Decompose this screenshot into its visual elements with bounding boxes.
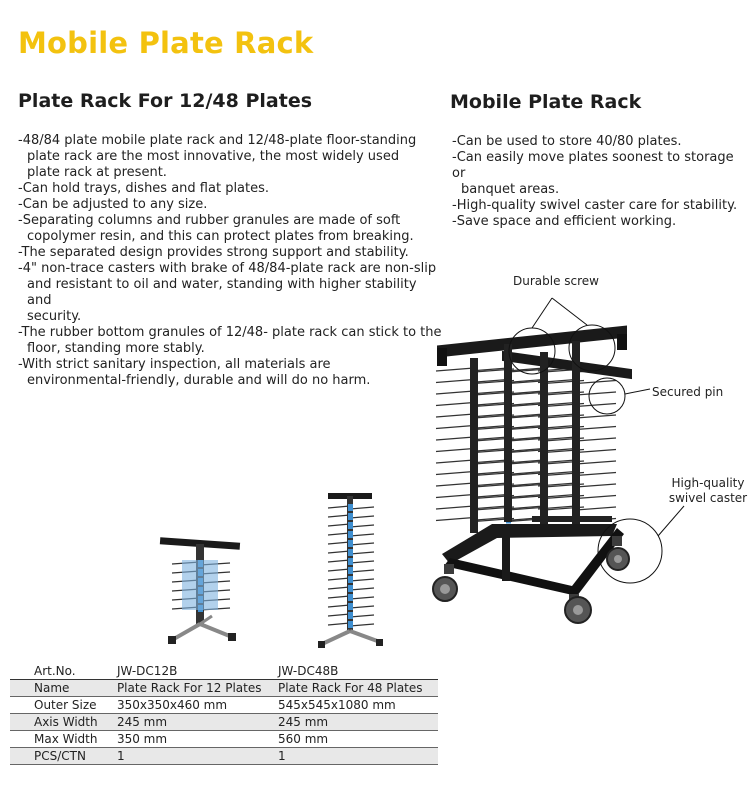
- table-cell: 545x545x1080 mm: [277, 698, 396, 712]
- table-cell: 560 mm: [277, 732, 329, 746]
- left-section-title: Plate Rack For 12/48 Plates: [18, 90, 313, 112]
- mobile-plate-rack-image: [432, 297, 685, 624]
- feature-item: -High-quality swivel caster care for sta…: [452, 198, 747, 214]
- table-cell: 1: [116, 749, 125, 763]
- feature-line: -Separating columns and rubber granules …: [18, 213, 401, 228]
- feature-item: -Separating columns and rubber granules …: [18, 213, 443, 245]
- feature-line: -The rubber bottom granules of 12/48- pl…: [18, 325, 442, 340]
- table-cell: 350 mm: [116, 732, 168, 746]
- feature-line: -The separated design provides strong su…: [18, 245, 409, 260]
- header-model-48: JW-DC48B: [277, 663, 438, 680]
- table-cell: 245 mm: [277, 715, 329, 729]
- feature-item: -4" non-trace casters with brake of 48/8…: [18, 261, 443, 325]
- feature-item: -Save space and efficient working.: [452, 214, 747, 230]
- table-cell: PCS/CTN: [34, 749, 86, 763]
- feature-line: floor, standing more stably.: [27, 341, 205, 356]
- feature-item: -Can hold trays, dishes and flat plates.: [18, 181, 443, 197]
- feature-line: -With strict sanitary inspection, all ma…: [18, 357, 331, 372]
- feature-line: -Can be used to store 40/80 plates.: [452, 134, 682, 149]
- table-cell: 1: [277, 749, 286, 763]
- spec-table-header: Art.No. JW-DC12B JW-DC48B: [10, 663, 438, 680]
- header-model-12: JW-DC12B: [106, 663, 278, 680]
- feature-line: banquet areas.: [461, 182, 560, 197]
- feature-item: -Can easily move plates soonest to stora…: [452, 150, 747, 198]
- callout-durable-screw: Durable screw: [513, 274, 599, 288]
- feature-item: -With strict sanitary inspection, all ma…: [18, 357, 443, 389]
- table-cell: Outer Size: [34, 698, 97, 712]
- feature-line: -Can easily move plates soonest to stora…: [452, 150, 734, 181]
- table-cell: Axis Width: [34, 715, 98, 729]
- feature-line: -Can be adjusted to any size.: [18, 197, 208, 212]
- feature-line: -4" non-trace casters with brake of 48/8…: [18, 261, 437, 276]
- left-feature-list: -48/84 plate mobile plate rack and 12/48…: [18, 133, 443, 389]
- right-feature-list: -Can be used to store 40/80 plates.-Can …: [452, 134, 747, 230]
- callout-caster-line2: swivel caster: [668, 491, 748, 505]
- table-cell: Max Width: [34, 732, 98, 746]
- feature-line: -48/84 plate mobile plate rack and 12/48…: [18, 133, 417, 148]
- plate-rack-48-image: [318, 493, 383, 648]
- table-cell: 245 mm: [116, 715, 168, 729]
- table-cell: 350x350x460 mm: [116, 698, 228, 712]
- feature-line: -Can hold trays, dishes and flat plates.: [18, 181, 270, 196]
- callout-caster-line1: High-quality: [671, 476, 745, 490]
- table-row: PCS/CTN 1 1: [10, 747, 438, 765]
- header-art-no: Art.No.: [10, 663, 107, 680]
- feature-item: -The rubber bottom granules of 12/48- pl…: [18, 325, 443, 357]
- feature-item: -Can be adjusted to any size.: [18, 197, 443, 213]
- feature-item: -48/84 plate mobile plate rack and 12/48…: [18, 133, 443, 181]
- table-row: Outer Size 350x350x460 mm 545x545x1080 mm: [10, 697, 438, 714]
- table-row: Max Width 350 mm 560 mm: [10, 731, 438, 748]
- feature-line: plate rack at present.: [27, 165, 167, 180]
- table-row: Axis Width 245 mm 245 mm: [10, 713, 438, 731]
- table-cell: Plate Rack For 48 Plates: [277, 681, 423, 695]
- table-row: Name Plate Rack For 12 Plates Plate Rack F…: [10, 679, 438, 697]
- table-cell: Plate Rack For 12 Plates: [116, 681, 262, 695]
- right-section-title: Mobile Plate Rack: [450, 91, 642, 113]
- callout-swivel-caster: High-quality swivel caster: [668, 476, 748, 506]
- feature-line: plate rack are the most innovative, the …: [27, 149, 400, 164]
- table-cell: Name: [34, 681, 70, 695]
- spec-table: Art.No. JW-DC12B JW-DC48B Name Plate Rack…: [10, 663, 438, 765]
- feature-line: environmental-friendly, durable and will…: [27, 373, 371, 388]
- feature-line: security.: [27, 309, 82, 324]
- feature-line: and resistant to oil and water, standing…: [27, 277, 417, 308]
- feature-line: copolymer resin, and this can protect pl…: [27, 229, 414, 244]
- feature-item: -The separated design provides strong su…: [18, 245, 443, 261]
- feature-item: -Can be used to store 40/80 plates.: [452, 134, 747, 150]
- plate-rack-12-image: [159, 537, 241, 644]
- feature-line: -High-quality swivel caster care for sta…: [452, 198, 738, 213]
- page-title: Mobile Plate Rack: [18, 26, 314, 60]
- feature-line: -Save space and efficient working.: [452, 214, 677, 229]
- callout-secured-pin: Secured pin: [652, 385, 724, 399]
